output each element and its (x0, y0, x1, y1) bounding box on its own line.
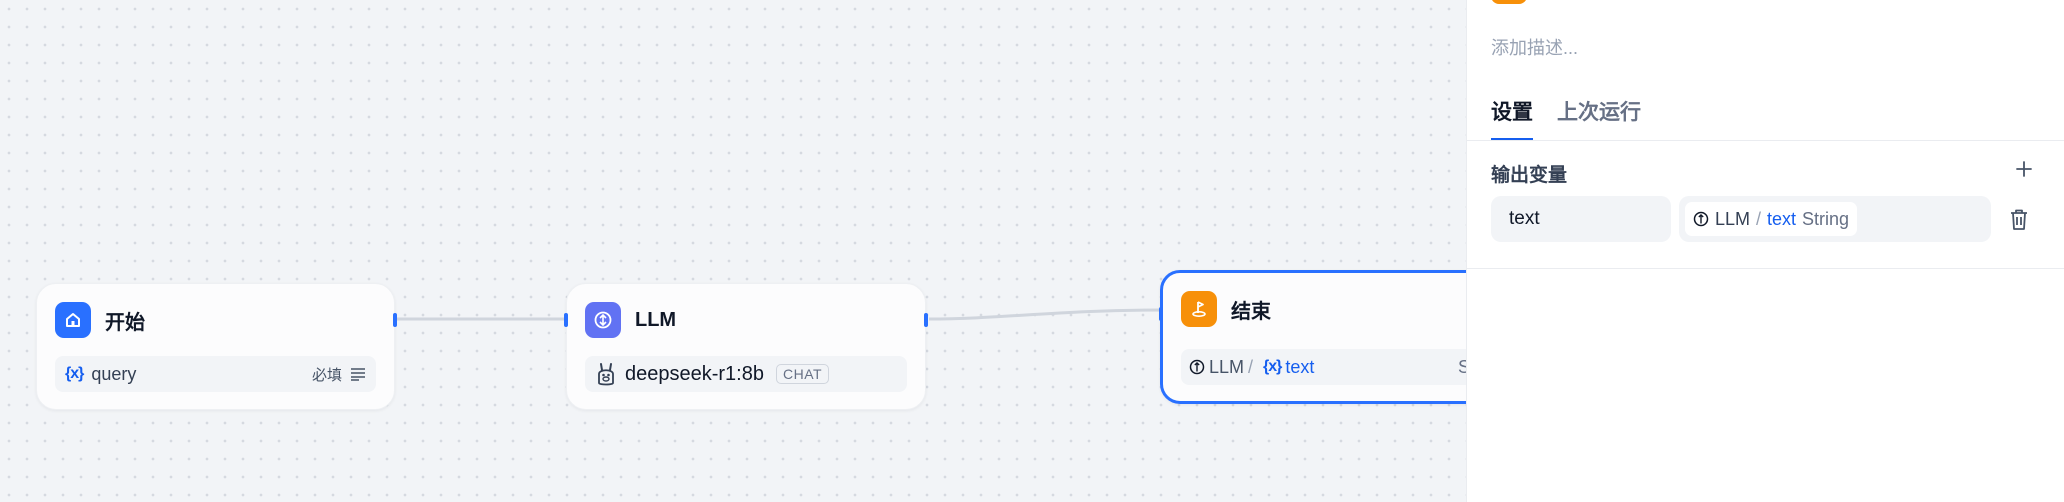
end-node-icon (1491, 0, 1527, 4)
node-start[interactable]: 开始 {x} query 必填 (36, 283, 397, 410)
section-divider (1467, 268, 2064, 269)
end-ref-separator: / (1248, 356, 1254, 377)
start-variable-row[interactable]: {x} query 必填 (55, 356, 376, 392)
tab-settings[interactable]: 设置 (1491, 96, 1533, 141)
node-end-title: 结束 (1231, 300, 1271, 323)
start-variable-name: query (91, 363, 137, 384)
llm-output-handle[interactable] (924, 313, 928, 327)
start-output-handle[interactable] (393, 313, 397, 327)
llm-input-handle[interactable] (564, 313, 568, 327)
variable-icon: {x} (65, 365, 84, 382)
output-variable-name-input[interactable]: text (1491, 196, 1671, 242)
tab-divider (1467, 140, 2064, 141)
llm-model-row[interactable]: deepseek-r1:8b CHAT (585, 356, 907, 392)
required-indicator: 必填 (312, 364, 366, 385)
description-input[interactable]: 添加描述... (1491, 38, 1579, 58)
ollama-icon (598, 363, 614, 386)
llm-icon (585, 302, 621, 338)
variable-reference-chip: LLM / text String (1685, 202, 1858, 236)
end-input-handle[interactable] (1159, 307, 1163, 321)
node-llm[interactable]: LLM deepseek-r1:8b CHAT (564, 283, 928, 410)
output-variables-title: 输出变量 (1491, 165, 1568, 186)
tab-last-run[interactable]: 上次运行 (1557, 101, 1641, 124)
panel-tabs: 设置 上次运行 (1491, 96, 1641, 141)
plus-icon[interactable] (2014, 156, 2034, 184)
ref-source: LLM (1715, 208, 1751, 229)
text-lines-icon (351, 368, 365, 381)
trash-icon[interactable] (2008, 208, 2030, 237)
llm-small-icon (1693, 211, 1709, 227)
llm-mode-tag: CHAT (775, 364, 830, 384)
node-start-title: 开始 (105, 311, 145, 334)
ref-type: String (1802, 208, 1850, 229)
variable-icon: {x} (1263, 358, 1282, 375)
home-icon (55, 302, 91, 338)
ref-separator: / (1756, 208, 1762, 229)
node-llm-title: LLM (635, 308, 677, 331)
workflow-edges (397, 308, 1164, 321)
end-ref-source: LLM (1209, 356, 1245, 377)
llm-small-icon (1189, 359, 1205, 375)
edge-llm-end (928, 308, 1164, 321)
node-settings-panel: 添加描述... 设置 上次运行 输出变量 text LLM / text Str… (1466, 0, 2064, 502)
node-end[interactable]: 结束 LLM / {x} text St (1159, 270, 1537, 404)
end-ref-variable: text (1285, 356, 1315, 377)
required-label: 必填 (311, 366, 342, 384)
end-flag-icon (1181, 291, 1217, 327)
ref-variable: text (1767, 208, 1797, 229)
llm-model-name: deepseek-r1:8b (625, 362, 764, 385)
output-variable-selector[interactable]: LLM / text String (1679, 196, 1991, 242)
